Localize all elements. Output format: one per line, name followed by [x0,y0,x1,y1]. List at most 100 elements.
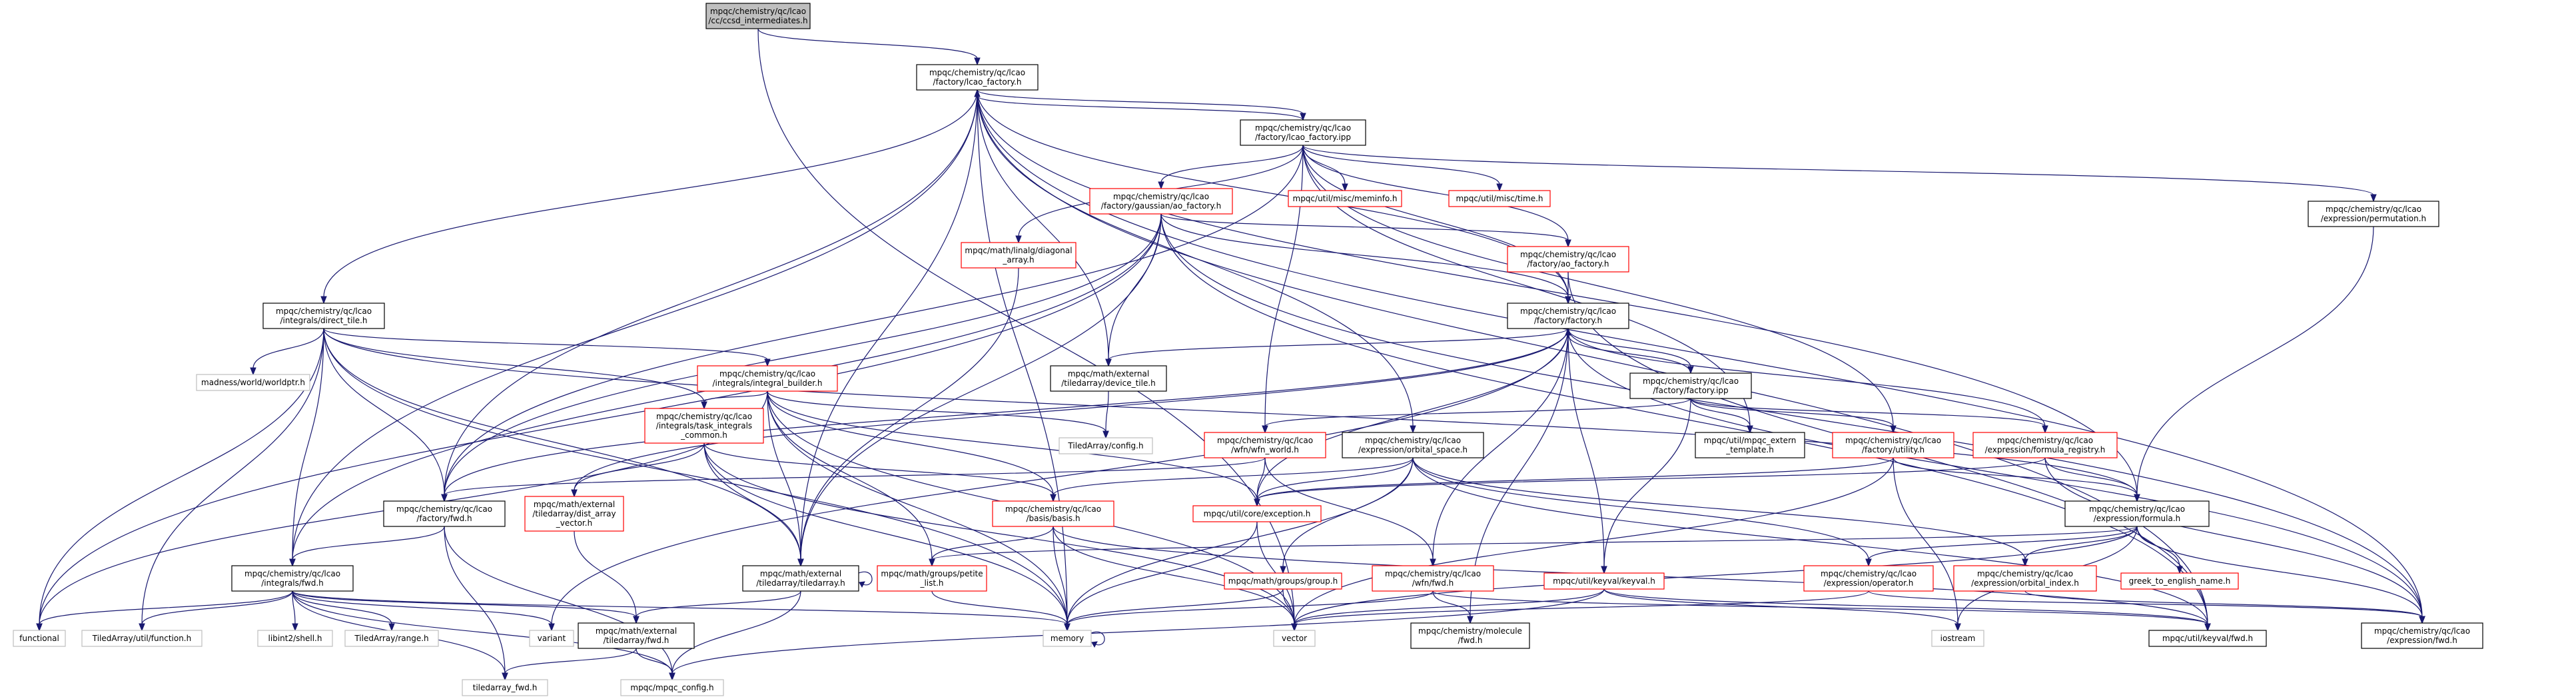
node-expr-fwd[interactable]: mpqc/chemistry/qc/lcao/expression/fwd.h [2361,622,2483,649]
node-diagonal-array[interactable]: mpqc/math/linalg/diagonal_array.h [961,242,1076,269]
node-meminfo[interactable]: mpqc/util/misc/meminfo.h [1288,190,1402,207]
node-direct-tile[interactable]: mpqc/chemistry/qc/lcao/integrals/direct_… [262,303,385,329]
node-integrals-fwd[interactable]: mpqc/chemistry/qc/lcao/integrals/fwd.h [231,565,354,592]
node-label-line: mpqc/mpqc_config.h [630,683,713,692]
edge-orbital_space-to-exception [1254,457,1414,507]
node-ta-function[interactable]: TiledArray/util/function.h [81,630,203,647]
node-label-line: mpqc/chemistry/qc/lcao [1821,569,1917,578]
node-ta-config[interactable]: TiledArray/config.h [1059,437,1153,454]
node-label-line: mpqc/chemistry/qc/lcao [1845,436,1941,445]
node-permutation[interactable]: mpqc/chemistry/qc/lcao/expression/permut… [2308,201,2439,227]
edge-group_h-to-memory [1064,588,1284,632]
node-box [1695,432,1805,458]
node-box [916,64,1039,91]
node-box [1050,365,1167,392]
edge-lcao_factory_ipp-to-utility [1302,145,1897,434]
node-operator-h[interactable]: mpqc/chemistry/qc/lcao/expression/operat… [1803,565,1934,592]
edge-factory_ipp-to-wfn_world [1262,398,1691,434]
node-label-line: _list.h [919,578,943,588]
node-label-line: /factory/lcao_factory.ipp [1255,133,1351,142]
node-box [1507,303,1629,329]
edge-formula_h-to-petite_list [929,526,2138,567]
node-label-line: mpqc/util/keyval/fwd.h [2162,634,2253,643]
node-lcao-factory-ipp[interactable]: mpqc/chemistry/qc/lcao/factory/lcao_fact… [1240,119,1366,146]
edge-lcao_factory_ipp-to-lcao_factory_h [974,89,1304,121]
node-ao-factory[interactable]: mpqc/chemistry/qc/lcao/factory/ao_factor… [1507,246,1629,273]
node-utility[interactable]: mpqc/chemistry/qc/lcao/factory/utility.h [1832,432,1954,458]
node-petite-list[interactable]: mpqc/math/groups/petite_list.h [877,565,987,592]
node-orbital-index[interactable]: mpqc/chemistry/qc/lcao/expression/orbita… [1953,565,2097,592]
node-ao-factory-gauss[interactable]: mpqc/chemistry/qc/lcao/factory/gaussian/… [1089,188,1233,215]
node-label-line: tiledarray_fwd.h [473,683,538,692]
node-tiledarray-h[interactable]: mpqc/math/external/tiledarray/tiledarray… [742,565,859,592]
edge-integrals_fwd-to-functional [36,590,293,632]
node-box [1629,372,1752,399]
edge-integrals_fwd-to-ta_function [139,590,293,632]
edge-integral_builder-to-task_integrals [701,390,768,410]
node-factory-h[interactable]: mpqc/chemistry/qc/lcao/factory/factory.h [1507,303,1629,329]
node-worldptr[interactable]: madness/world/worldptr.h [196,374,310,391]
node-factory-fwd[interactable]: mpqc/chemistry/qc/lcao/factory/fwd.h [383,500,506,527]
node-box [344,630,439,647]
node-ext-fwd[interactable]: mpqc/math/external/tiledarray/fwd.h [578,622,695,649]
node-vector[interactable]: vector [1273,630,1316,647]
header-nodes: mpqc/chemistry/qc/lcao/cc/ccsd_intermedi… [13,3,2483,696]
edge-factory_fwd-to-mpqc_config [444,526,675,681]
node-variant[interactable]: variant [529,630,574,647]
node-task-integrals[interactable]: mpqc/chemistry/qc/lcao/integrals/task_in… [644,408,764,444]
node-box [1507,246,1629,273]
node-box [1288,190,1402,207]
node-box [1224,572,1342,590]
node-time-h[interactable]: mpqc/util/misc/time.h [1448,190,1551,207]
node-mpqc-extern[interactable]: mpqc/util/mpqc_extern_template.h [1695,432,1805,458]
node-mpqc-config[interactable]: mpqc/mpqc_config.h [620,679,724,696]
edge-task_integrals-to-basis_h [703,442,1057,502]
node-keyval-h[interactable]: mpqc/util/keyval/keyval.h [1543,572,1665,590]
node-wfn-fwd[interactable]: mpqc/chemistry/qc/lcao/wfn/fwd.h [1372,565,1494,592]
node-label-line: mpqc/chemistry/qc/lcao [276,307,372,316]
node-integral-builder[interactable]: mpqc/chemistry/qc/lcao/integrals/integra… [697,365,838,392]
edge-formula_registry-to-exception [1254,457,2046,507]
node-functional[interactable]: functional [13,630,66,647]
node-label-line: libint2/shell.h [268,634,322,643]
node-box [620,679,724,696]
node-ta-range[interactable]: TiledArray/range.h [344,630,439,647]
node-wfn-world[interactable]: mpqc/chemistry/qc/lcao/wfn/wfn_world.h [1204,432,1326,458]
node-label-line: mpqc/chemistry/qc/lcao [1520,307,1616,316]
node-label-line: /expression/permutation.h [2321,214,2426,223]
node-device-tile[interactable]: mpqc/math/external/tiledarray/device_til… [1050,365,1167,392]
node-orbital-space[interactable]: mpqc/chemistry/qc/lcao/expression/orbita… [1342,432,1484,458]
node-formula-registry[interactable]: mpqc/chemistry/qc/lcao/expression/formul… [1972,432,2118,458]
node-iostream[interactable]: iostream [1931,630,1984,647]
node-greek[interactable]: greek_to_english_name.h [2120,572,2239,590]
edge-task_integrals-to-memory [703,442,1071,632]
node-memory[interactable]: memory [1043,630,1092,647]
node-box [13,630,66,647]
node-box [1931,630,1984,647]
node-group-h[interactable]: mpqc/math/groups/group.h [1224,572,1342,590]
node-libint2[interactable]: libint2/shell.h [257,630,333,647]
node-dist-array[interactable]: mpqc/math/external/tiledarray/dist_array… [524,496,624,532]
node-keyval-fwd[interactable]: mpqc/util/keyval/fwd.h [2148,630,2267,647]
node-box [1832,432,1954,458]
node-label-line: mpqc/chemistry/qc/lcao [1997,436,2093,445]
edge-lcao_factory_h-to-device_tile [977,89,1112,367]
node-box [383,500,506,527]
node-exception[interactable]: mpqc/util/core/exception.h [1192,505,1322,522]
node-basis-h[interactable]: mpqc/chemistry/qc/lcao/basis/basis.h [992,500,1114,527]
node-label-line: mpqc/chemistry/qc/lcao [1005,504,1101,514]
node-molecule-fwd[interactable]: mpqc/chemistry/molecule/fwd.h [1410,622,1530,649]
node-ccsd-intermediates[interactable]: mpqc/chemistry/qc/lcao/cc/ccsd_intermedi… [705,3,811,29]
edge-wfn_fwd-to-molecule_fwd [1432,590,1474,624]
node-label-line: mpqc/chemistry/qc/lcao [1217,436,1313,445]
node-label-line: mpqc/chemistry/qc/lcao [396,504,492,514]
edge-utility-to-exception [1254,457,1894,507]
node-box [529,630,574,647]
node-lcao-factory-h[interactable]: mpqc/chemistry/qc/lcao/factory/lcao_fact… [916,64,1039,91]
edge-factory_h-to-exception [1254,328,1569,507]
node-box [231,565,354,592]
node-box [524,496,624,532]
node-formula-h[interactable]: mpqc/chemistry/qc/lcao/expression/formul… [2064,500,2210,527]
node-factory-ipp[interactable]: mpqc/chemistry/qc/lcao/factory/factory.i… [1629,372,1752,399]
node-tiledarray-fwd[interactable]: tiledarray_fwd.h [462,679,548,696]
